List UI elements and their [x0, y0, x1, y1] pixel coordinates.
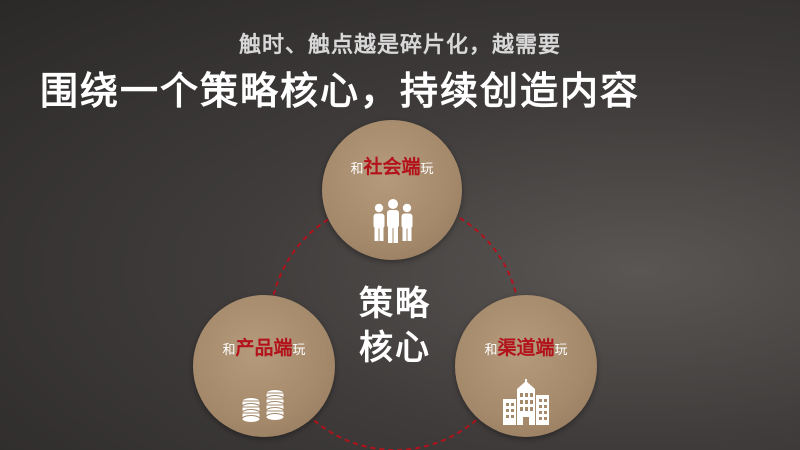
channel-highlight: 渠道端	[497, 337, 555, 359]
product-suffix: 玩	[292, 343, 306, 358]
product-prefix: 和	[222, 343, 236, 358]
product-node-label: 和产品端玩	[193, 333, 335, 360]
core-line-2: 核心	[359, 328, 431, 368]
channel-prefix: 和	[484, 343, 498, 358]
city-buildings-icon	[503, 379, 549, 425]
people-group-icon	[373, 199, 413, 243]
product-highlight: 产品端	[235, 337, 293, 359]
page-title: 围绕一个策略核心，持续创造内容	[40, 69, 641, 113]
channel-node: 和渠道端玩	[455, 295, 597, 437]
channel-node-label: 和渠道端玩	[455, 333, 597, 360]
social-prefix: 和	[350, 162, 364, 177]
coin-stack-icon	[241, 389, 285, 423]
social-highlight: 社会端	[363, 156, 421, 178]
social-suffix: 玩	[420, 162, 434, 177]
social-node: 和社会端玩	[322, 120, 462, 260]
channel-suffix: 玩	[554, 343, 568, 358]
subtitle: 触时、触点越是碎片化，越需要	[238, 33, 561, 58]
social-node-label: 和社会端玩	[322, 152, 462, 179]
core-line-1: 策略	[359, 284, 431, 324]
strategy-core: 策略 核心	[340, 282, 450, 370]
product-node: 和产品端玩	[193, 295, 335, 437]
